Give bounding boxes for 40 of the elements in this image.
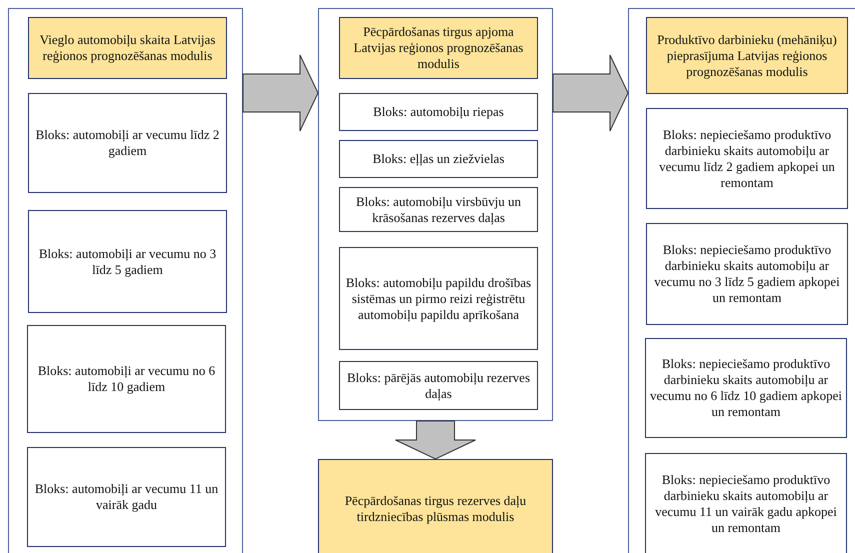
box-label: Bloks: nepieciešamo produktīvo darbinieku skaits automobiļu ar vecumu no 6 līdz 10 gadiem apkopei un remontam <box>649 356 843 420</box>
module-box <box>28 17 227 79</box>
box-label: Bloks: eļļas un ziežvielas <box>372 151 504 167</box>
block-arrow <box>395 420 476 460</box>
box-label: Bloks: automobiļi ar vecumu no 3 līdz 5 gadiem <box>38 246 218 278</box>
block-arrow <box>242 54 319 132</box>
module-box <box>339 17 538 79</box>
block-arrow <box>552 54 629 132</box>
box-label: Bloks: automobiļi ar vecumu no 6 līdz 10 gadiem <box>36 363 216 395</box>
box-label: Produktīvo darbinieku (mehāniķu) pieprasījuma Latvijas reģionos prognozēšanas modulis <box>656 32 838 80</box>
module-box <box>318 459 553 553</box>
box-label: Bloks: automobiļi ar vecumu 11 un vairāk gadu <box>34 481 220 513</box>
block-box <box>645 338 847 438</box>
block-box <box>646 108 848 209</box>
module-frame <box>628 8 855 553</box>
block-box <box>645 453 847 553</box>
box-label: Bloks: automobiļi ar vecumu līdz 2 gadiem <box>34 127 220 159</box>
box-label: Vieglo automobiļu skaita Latvijas reģionos prognozēšanas modulis <box>38 32 216 64</box>
box-label: Bloks: automobiļu papildu drošības sistēmas un pirmo reizi reģistrētu automobiļu papildu aprīkošana <box>344 274 532 322</box>
module-box <box>646 17 848 94</box>
block-box <box>27 447 226 547</box>
box-label: Pēcpārdošanas tirgus apjoma Latvijas reģionos prognozēšanas modulis <box>352 24 524 72</box>
module-frame <box>318 8 553 421</box>
block-box <box>28 93 227 193</box>
box-label: Bloks: automobiļu virsbūvju un krāsošanas rezerves daļas <box>354 194 522 226</box>
block-box <box>28 210 227 313</box>
block-box <box>27 325 226 433</box>
module-frame <box>8 8 243 553</box>
box-label: Bloks: pārējās automobiļu rezerves daļas <box>346 370 532 402</box>
block-box <box>339 93 538 131</box>
box-label: Bloks: automobiļu riepas <box>373 104 504 120</box>
block-box <box>339 187 538 232</box>
block-box <box>339 361 538 410</box>
block-box <box>339 247 538 350</box>
box-label: Bloks: nepieciešamo produktīvo darbinieku skaits automobiļu ar vecumu līdz 2 gadiem apkopei un remontam <box>658 126 836 190</box>
box-label: Bloks: nepieciešamo produktīvo darbinieku skaits automobiļu ar vecumu 11 un vairāk gadu apkopei un remontam <box>654 472 838 536</box>
block-box <box>339 140 538 178</box>
box-label: Pēcpārdošanas tirgus rezerves daļu tirdzniecības plūsmas modulis <box>344 493 528 525</box>
box-label: Bloks: nepieciešamo produktīvo darbinieku skaits automobiļu ar vecumu no 3 līdz 5 gadiem apkopei un remontam <box>653 242 841 306</box>
block-box <box>646 223 848 325</box>
